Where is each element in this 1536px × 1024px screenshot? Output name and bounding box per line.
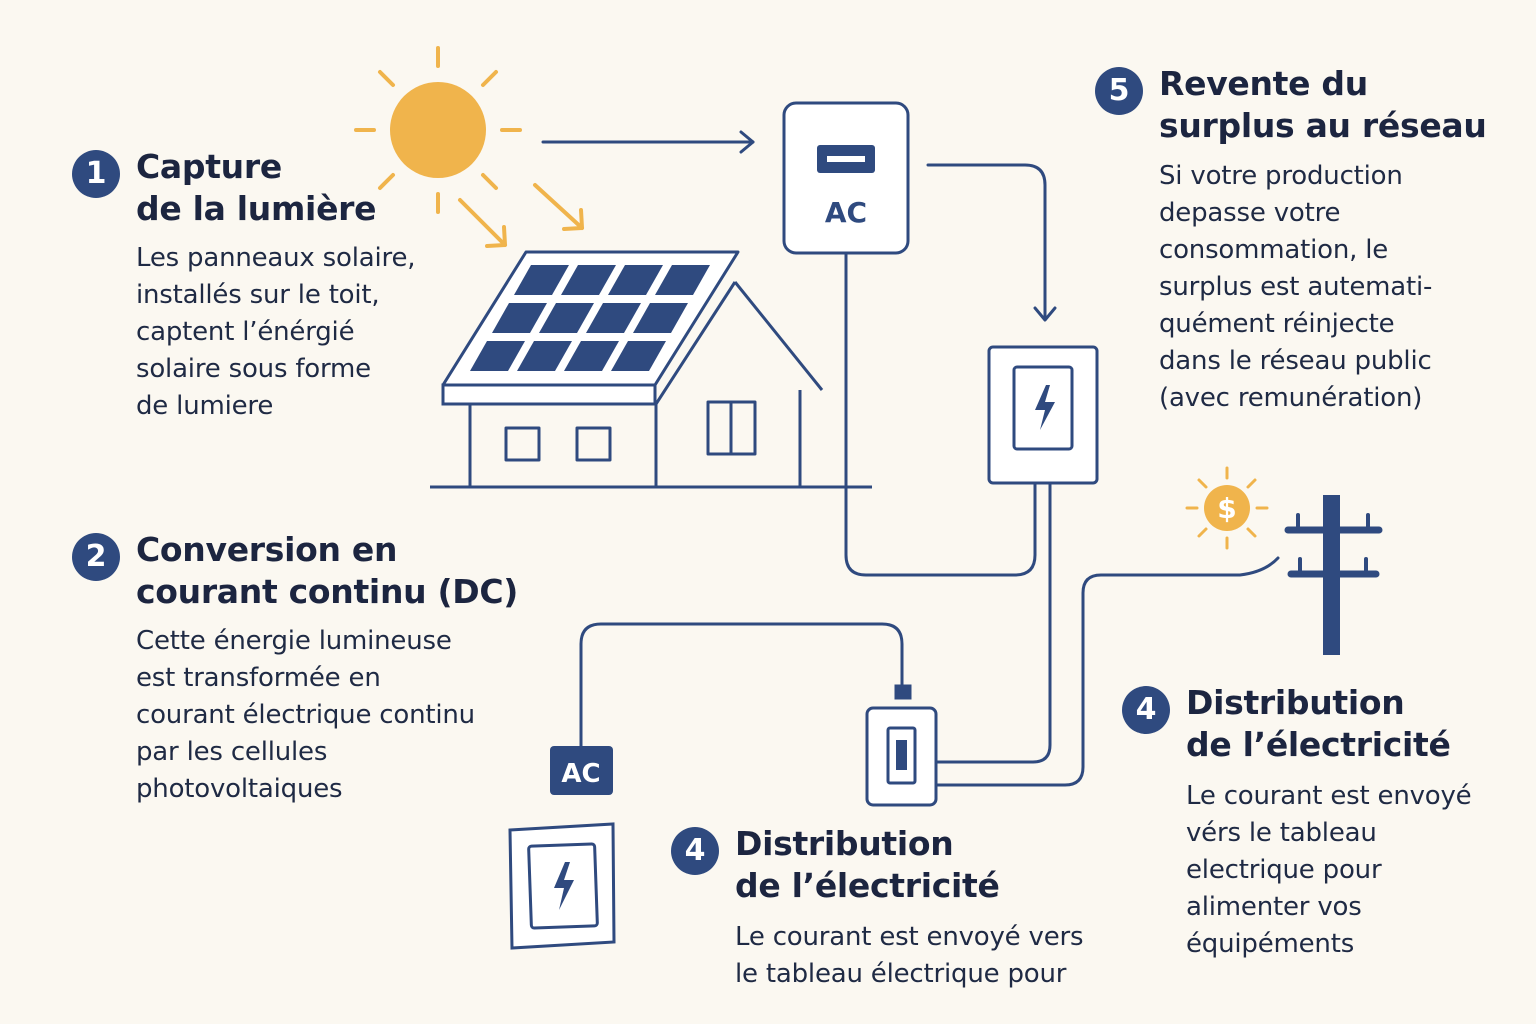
step-number-badge: 1 (72, 150, 120, 198)
inverter-label: AC (825, 196, 867, 229)
sun-ray-arrow-icon (458, 183, 584, 248)
step-number-badge: 5 (1095, 67, 1143, 115)
inverter-icon (782, 101, 910, 255)
wire (579, 163, 1280, 787)
house-icon (430, 281, 872, 489)
junction-box-icon (865, 684, 938, 807)
step-title: Distribution de l’électricité (735, 824, 1000, 905)
step-description: Si votre production depasse votre consom… (1159, 161, 1433, 413)
step-title: Revente du surplus au réseau (1159, 64, 1487, 145)
step-description: Cette énergie lumineuse est transformée … (136, 626, 475, 804)
step-number-badge: 2 (72, 533, 120, 581)
step-description: Les panneaux solaire, installés sur le t… (136, 243, 416, 421)
utility-pole-icon (1284, 495, 1383, 655)
step-number-badge: 4 (671, 827, 719, 875)
step-description: Le courant est envoyé vers le tableau él… (735, 922, 1084, 989)
step-title: Conversion en courant continu (DC) (136, 530, 519, 611)
light-arrow-icon (541, 130, 755, 154)
sun-icon (354, 46, 522, 214)
ac-tag-label: AC (561, 759, 600, 789)
electric-meter-icon (987, 345, 1099, 485)
solar-panel-icon (441, 250, 740, 406)
step-number-badge: 4 (1122, 686, 1170, 734)
step-title: Capture de la lumière (136, 147, 377, 228)
money-icon (1185, 466, 1269, 550)
electrical-panel-icon (508, 822, 616, 950)
step-title: Distribution de l’électricité (1186, 683, 1451, 764)
money-symbol: $ (1217, 492, 1236, 525)
ac-tag-icon (550, 746, 613, 795)
step-description: Le courant est envoyé vérs le tableau el… (1186, 781, 1472, 959)
